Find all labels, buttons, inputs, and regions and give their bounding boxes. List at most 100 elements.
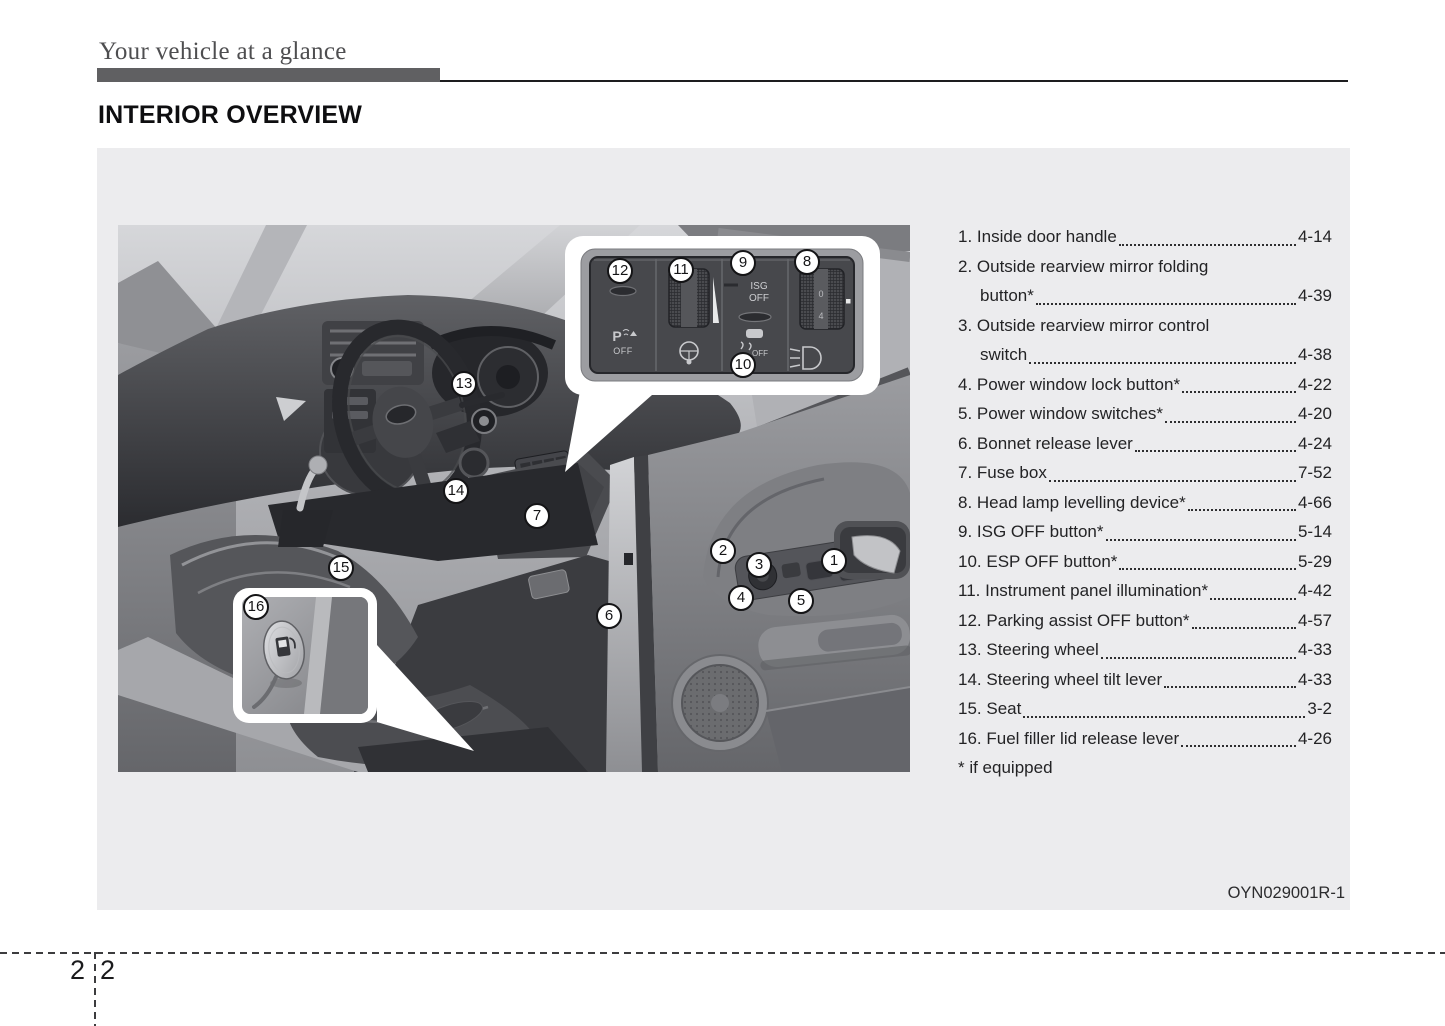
toc-page-ref: 4-66: [1297, 492, 1332, 512]
callout-9: 9: [730, 250, 756, 276]
crop-mark-vertical: [94, 952, 96, 1026]
door-striker: [624, 553, 633, 565]
breadcrumb: Your vehicle at a glance: [99, 38, 347, 65]
door-opening-sill: [606, 455, 658, 772]
fuel-pump-icon: [275, 636, 296, 657]
callout-13: 13: [451, 371, 477, 397]
toc-item-label: 16. Fuel filler lid release lever: [958, 728, 1180, 748]
callout-11: 11: [668, 257, 694, 283]
footnote-label: * if equipped: [958, 758, 1053, 777]
toc-item: 1. Inside door handle 4-14: [958, 222, 1332, 252]
dotted-leader: [1035, 302, 1296, 305]
panel-slot: [738, 311, 772, 323]
toc-item: 10. ESP OFF button*5-29: [958, 547, 1332, 577]
toc-item: 11. Instrument panel illumination*4-42: [958, 576, 1332, 606]
dial-indicator: [713, 277, 719, 323]
callout-10: 10: [730, 352, 756, 378]
header-rule-line: [97, 80, 1348, 82]
chapter-number: 2: [70, 955, 86, 985]
toc-footnote: * if equipped: [958, 753, 1332, 783]
toc-page-ref: 4-26: [1297, 728, 1332, 748]
toc-page-ref: 4-22: [1297, 374, 1332, 394]
interior-photo: P OFF ISG OFF: [118, 225, 910, 772]
door-map-pocket: [766, 687, 910, 772]
dial-marker: [846, 299, 851, 304]
toc-item: 9. ISG OFF button*5-14: [958, 517, 1332, 547]
dotted-leader: [1118, 243, 1296, 246]
dotted-leader: [1119, 568, 1296, 570]
page-number: 2: [100, 955, 116, 985]
seat-rails: [358, 727, 588, 772]
parking-assist-off-button: P OFF: [609, 285, 637, 356]
toc-item-label: 8. Head lamp levelling device*: [958, 492, 1186, 512]
callout-1: 1: [821, 548, 847, 574]
toc-page-ref: 4-42: [1297, 581, 1332, 600]
toc-page-ref: 4-38: [1297, 345, 1332, 364]
toc-item: 2. Outside rearview mirror folding: [958, 252, 1332, 282]
esp-skid-icon: [740, 341, 752, 351]
svg-text:P: P: [612, 328, 621, 344]
toc-item-label: 4. Power window lock button*: [958, 374, 1181, 394]
callout-5: 5: [788, 588, 814, 614]
illumination-dial: [668, 268, 719, 365]
toc-item: 4. Power window lock button* 4-22: [958, 370, 1332, 400]
pedal: [528, 569, 570, 600]
tilt-lever-area: [458, 447, 490, 479]
toc-page-ref: 4-20: [1297, 404, 1332, 423]
toc-item-label: 2. Outside rearview mirror folding: [958, 256, 1209, 276]
fuel-lid-inset: [233, 588, 474, 751]
toc-item: 7. Fuse box 7-52: [958, 458, 1332, 488]
headlamp-icon: [789, 346, 822, 370]
toc-page-ref: 4-39: [1297, 286, 1332, 305]
crop-mark-horizontal: [0, 952, 1445, 954]
wiper-stalk: [459, 392, 505, 408]
svg-text:OFF: OFF: [752, 349, 768, 358]
callout-7: 7: [524, 503, 550, 529]
toc-item-label: 5. Power window switches*: [958, 404, 1164, 423]
page-title: INTERIOR OVERVIEW: [98, 101, 363, 129]
toc-page-ref: 4-33: [1297, 669, 1332, 689]
right-door-panel: [648, 375, 910, 772]
under-dash: [268, 463, 598, 561]
toc-item: button*4-39: [958, 281, 1332, 311]
toc-page-ref: 4-14: [1297, 227, 1332, 246]
toc-item: 12. Parking assist OFF button*4-57: [958, 606, 1332, 636]
svg-text:ISG: ISG: [750, 281, 767, 292]
dotted-leader: [1165, 420, 1296, 423]
toc-page-ref: 4-33: [1297, 640, 1332, 659]
toc-page-ref: 5-29: [1297, 551, 1332, 571]
dotted-leader: [1164, 686, 1296, 688]
dash-vent-clip: [276, 397, 306, 421]
release-cable: [252, 675, 278, 709]
inset-tail: [377, 645, 474, 751]
toc-item-label: 13. Steering wheel: [958, 640, 1099, 659]
toc-list: 1. Inside door handle 4-14 2. Outside rear…: [958, 222, 1332, 783]
callout-16: 16: [243, 594, 269, 620]
svg-text:OFF: OFF: [749, 293, 769, 304]
switch-panel-popup: P OFF ISG OFF: [565, 236, 880, 472]
toc-page-ref: 5-14: [1297, 522, 1332, 541]
toc-item: 13. Steering wheel 4-33: [958, 635, 1332, 665]
dotted-leader: [1187, 509, 1296, 511]
toc-page-ref: 4-57: [1297, 610, 1332, 630]
dotted-leader: [1105, 538, 1296, 541]
dotted-leader: [1134, 450, 1296, 452]
toc-item: 5. Power window switches* 4-20: [958, 399, 1332, 429]
dotted-leader: [1182, 391, 1296, 393]
callout-8: 8: [794, 249, 820, 275]
callout-3: 3: [746, 552, 772, 578]
toc-page-ref: 7-52: [1297, 463, 1332, 482]
fuel-lid-release-lever: [263, 620, 305, 680]
isg-off-button: ISG OFF: [724, 281, 769, 304]
gear-shifter: [278, 455, 333, 547]
esp-off-button: OFF: [740, 329, 768, 358]
toc-item-label: 3. Outside rearview mirror control: [958, 315, 1210, 335]
window-lock-button: [781, 562, 801, 579]
toc-item-label: 1. Inside door handle: [958, 227, 1117, 246]
popup-tail: [565, 391, 652, 472]
toc-item-label: 7. Fuse box: [958, 463, 1047, 482]
